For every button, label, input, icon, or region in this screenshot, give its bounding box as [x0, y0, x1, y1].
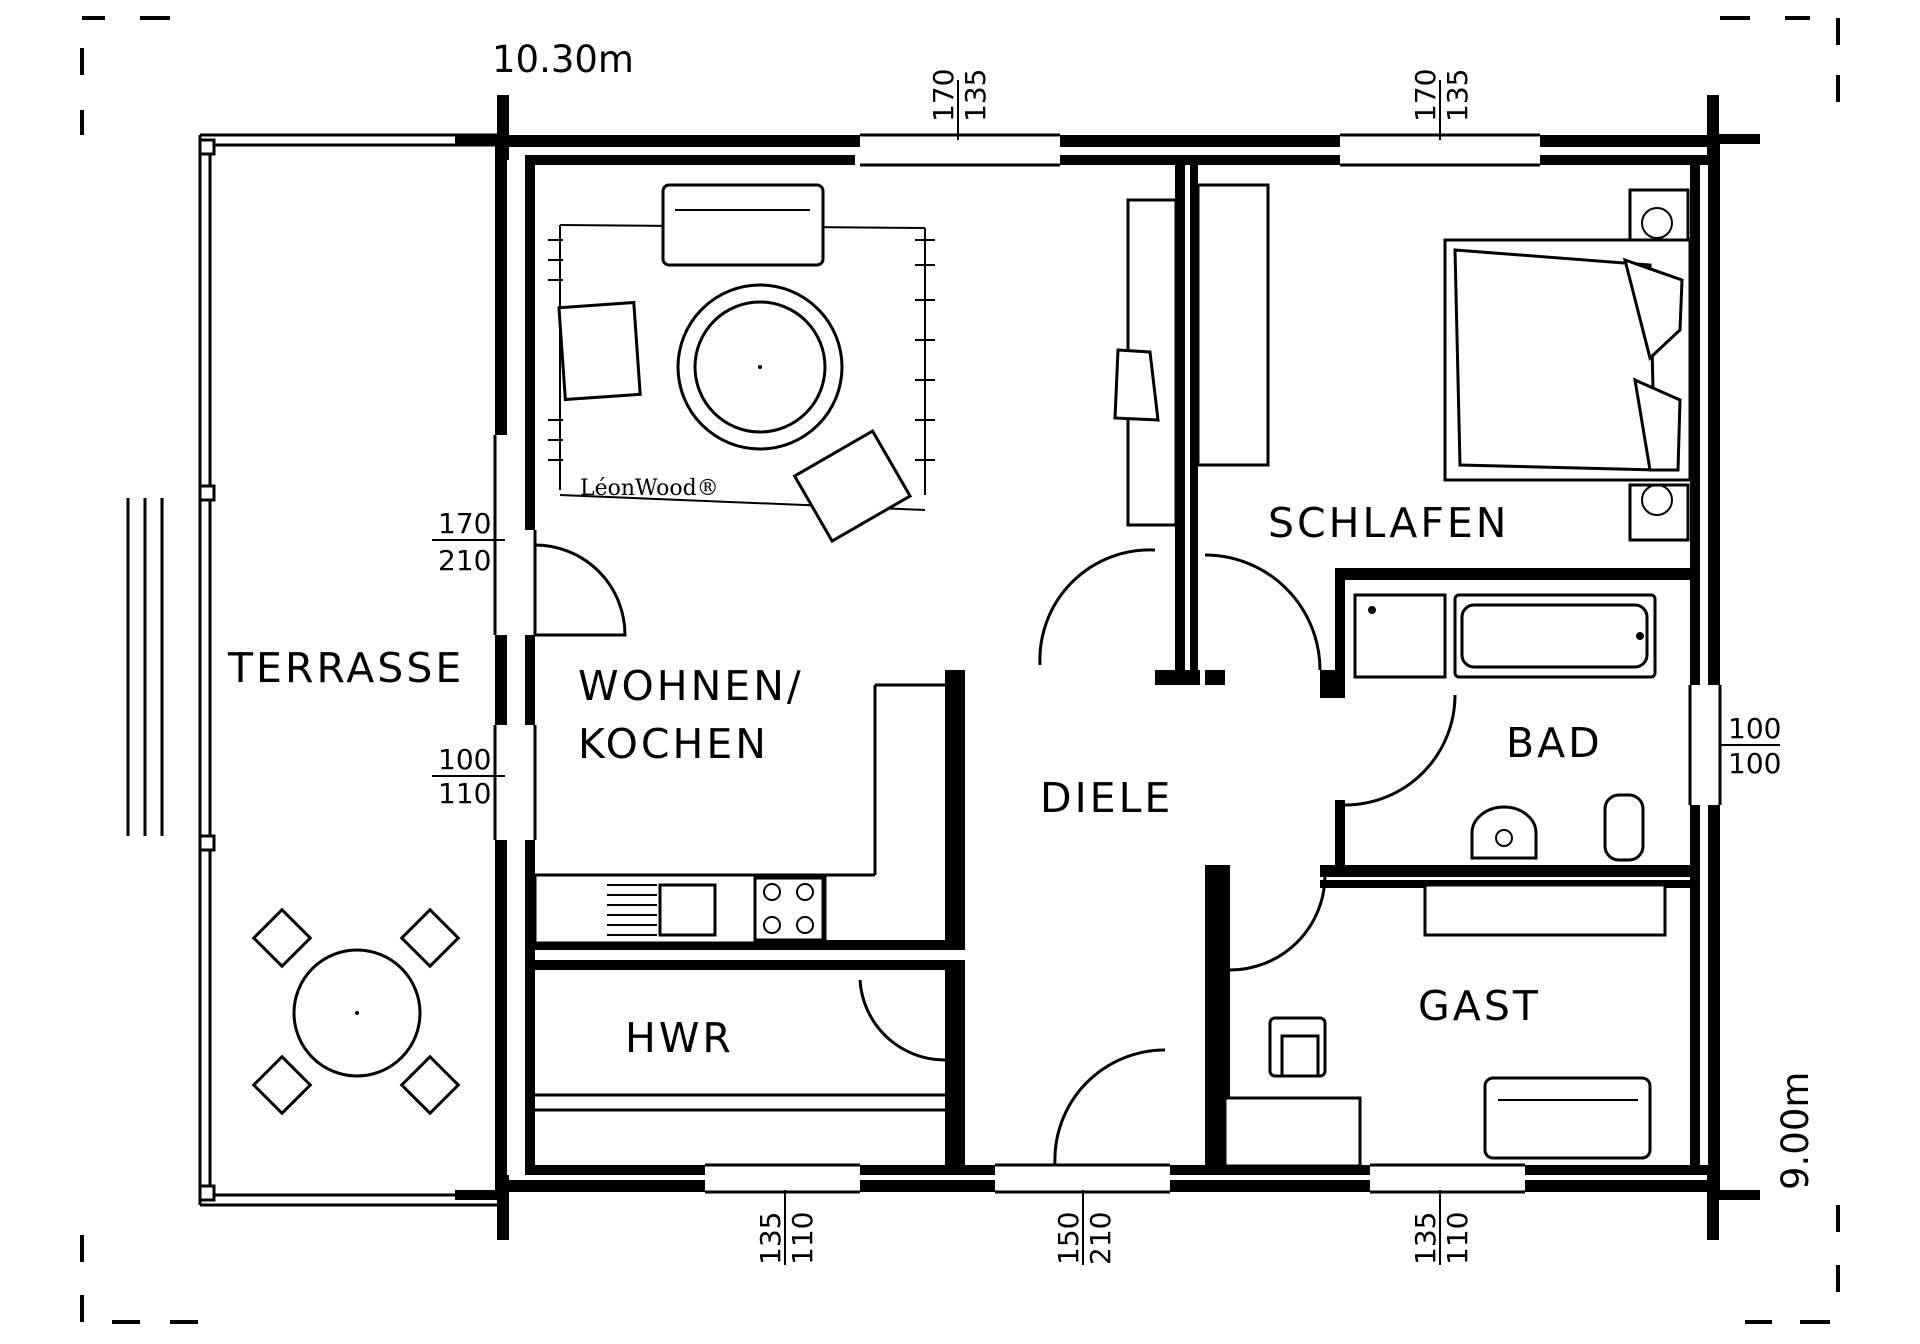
frame-dashes: [80, 16, 1840, 1324]
room-label-schlafen: SCHLAFEN: [1268, 499, 1509, 547]
kitchen-counter: [533, 873, 827, 945]
left-window-height: 110: [438, 777, 491, 810]
bottom-window-2-width: 135: [1409, 1212, 1442, 1265]
terrace-furniture: [251, 907, 461, 1116]
terrace-outline: [126, 133, 500, 1207]
bedroom-furniture: [1113, 183, 1692, 542]
left-door-width: 170: [438, 507, 491, 540]
top-window-2-width: 170: [1409, 69, 1442, 122]
door-swings: [858, 548, 1457, 1166]
bottom-door-height: 210: [1084, 1212, 1117, 1265]
room-label-bad: BAD: [1506, 719, 1603, 767]
right-window-width: 100: [1728, 712, 1781, 745]
bottom-window-2-height: 110: [1441, 1212, 1474, 1265]
leonwood-logo: LéonWood®: [580, 476, 719, 501]
guest-room-furniture: [1223, 883, 1667, 1168]
room-label-kochen: KOCHEN: [578, 720, 769, 768]
room-label-hwr: HWR: [625, 1014, 734, 1062]
left-window-width: 100: [438, 743, 491, 776]
room-label-diele: DIELE: [1040, 774, 1173, 822]
dimension-ticks: [432, 80, 1780, 1265]
room-label-gast: GAST: [1418, 982, 1541, 1030]
top-window-1-width: 170: [927, 69, 960, 122]
top-window-2-height: 135: [1441, 69, 1474, 122]
right-window-height: 100: [1728, 747, 1781, 780]
bottom-door-width: 150: [1052, 1212, 1085, 1265]
bottom-window-1-width: 135: [754, 1212, 787, 1265]
living-room-furniture: [548, 183, 935, 544]
interior-walls: [530, 165, 1690, 1170]
bottom-window-1-height: 110: [786, 1212, 819, 1265]
left-door-height: 210: [438, 544, 491, 577]
top-window-1-height: 135: [959, 69, 992, 122]
room-label-terrasse: TERRASSE: [227, 644, 464, 692]
outer-walls: [493, 133, 1722, 1194]
total-depth-label: 9.00m: [1774, 1072, 1817, 1190]
room-label-wohnen: WOHNEN/: [578, 662, 804, 710]
bathroom-fixtures: [1353, 593, 1657, 862]
total-width-label: 10.30m: [492, 38, 634, 81]
